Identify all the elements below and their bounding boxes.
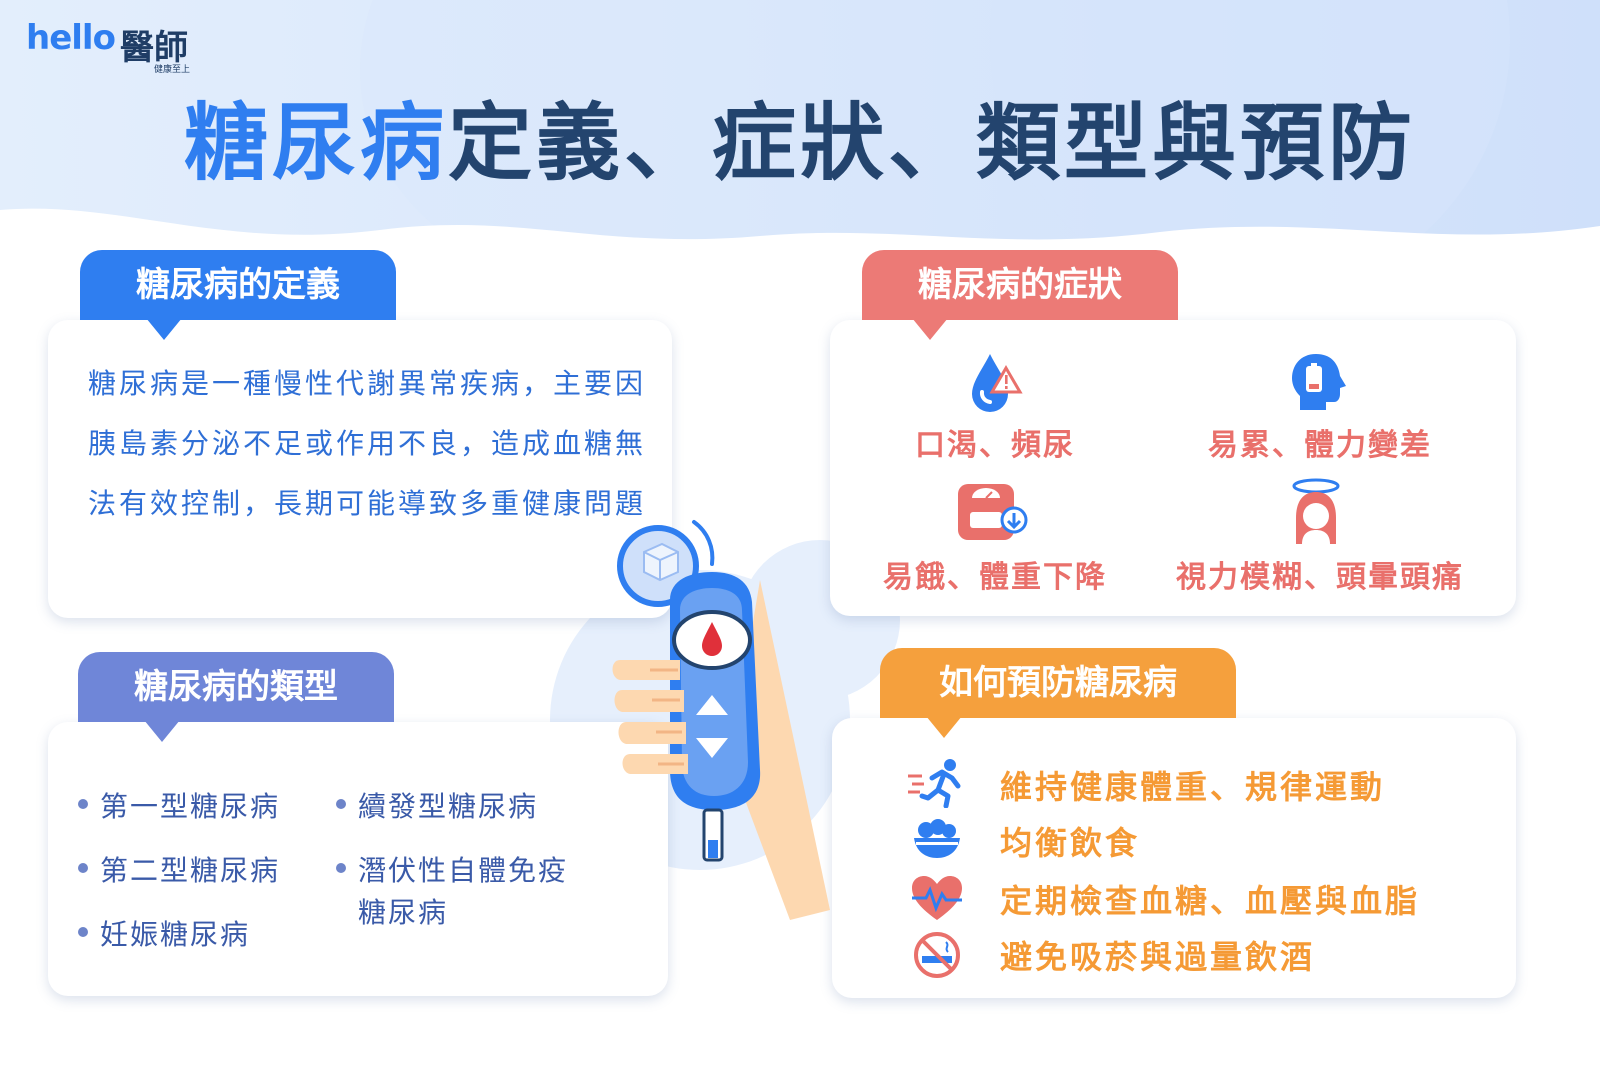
scale-weight-down-icon [958, 484, 1028, 540]
type-label: 妊娠糖尿病 [100, 918, 251, 951]
title-part-2: 定義、症狀、類型與預防 [448, 94, 1417, 192]
type-item: 第二型糖尿病 [78, 850, 280, 892]
page-title: 糖尿病定義、症狀、類型與預防 [0, 88, 1600, 198]
logo-subtitle: 健康至上 [154, 65, 191, 75]
bullet-dot [78, 927, 88, 937]
type-item: 第一型糖尿病 [78, 786, 280, 828]
type-label: 續發型糖尿病 [358, 790, 539, 823]
definition-heading-pointer [146, 318, 182, 340]
glucometer-illustration [612, 520, 830, 920]
dizzy-woman-icon [1292, 478, 1340, 544]
type-item: 續發型糖尿病 [336, 786, 538, 828]
logo-text-en: hello [26, 18, 116, 58]
symptom-label-vision: 視力模糊、頭暈頭痛 [1176, 560, 1464, 595]
heart-pulse-icon [912, 876, 962, 920]
prevention-item-diet: 均衡飲食 [1000, 824, 1141, 862]
type-item: 妊娠糖尿病 [78, 914, 250, 956]
symptom-label-fatigue: 易累、體力變差 [1208, 428, 1432, 463]
type-item-continuation: 糖尿病 [358, 892, 448, 934]
prevention-heading-pointer [926, 716, 962, 738]
bullet-dot [336, 799, 346, 809]
prevention-item-smoking: 避免吸菸與過量飲酒 [1000, 938, 1316, 976]
bullet-dot [78, 799, 88, 809]
type-item: 潛伏性自體免疫 [336, 850, 568, 892]
brand-logo: hello 醫師 健康至上 [26, 18, 206, 78]
symptom-label-hunger: 易餓、體重下降 [883, 560, 1107, 595]
type-label: 潛伏性自體免疫 [358, 854, 569, 887]
prevention-item-exercise: 維持健康體重、規律運動 [1000, 768, 1386, 806]
bullet-dot [336, 863, 346, 873]
definition-body: 糖尿病是一種慢性代謝異常疾病，主要因胰島素分泌不足或作用不良，造成血糖無法有效控… [88, 367, 647, 520]
title-part-1: 糖尿病 [183, 94, 448, 192]
definition-card [48, 320, 672, 618]
types-heading-pointer [144, 720, 180, 742]
type-label: 第一型糖尿病 [100, 790, 281, 823]
water-drop-warning-icon [972, 354, 1023, 412]
no-smoking-icon [914, 932, 960, 978]
types-heading: 糖尿病的類型 [78, 652, 394, 722]
symptoms-heading-pointer [912, 318, 948, 340]
definition-heading: 糖尿病的定義 [80, 250, 396, 320]
type-label: 糖尿病 [358, 896, 449, 929]
head-low-battery-icon [1292, 354, 1346, 410]
symptom-label-thirst: 口渴、頻尿 [915, 428, 1075, 463]
running-person-icon [908, 759, 961, 808]
bullet-dot [78, 863, 88, 873]
types-card [48, 722, 668, 996]
symptoms-heading: 糖尿病的症狀 [862, 250, 1178, 320]
prevention-heading: 如何預防糖尿病 [880, 648, 1236, 718]
prevention-item-checkup: 定期檢查血糖、血壓與血脂 [1000, 882, 1421, 920]
type-label: 第二型糖尿病 [100, 854, 281, 887]
salad-bowl-icon [914, 819, 960, 858]
logo-text-cn: 醫師 [120, 28, 188, 68]
symptoms-card [830, 320, 1516, 616]
